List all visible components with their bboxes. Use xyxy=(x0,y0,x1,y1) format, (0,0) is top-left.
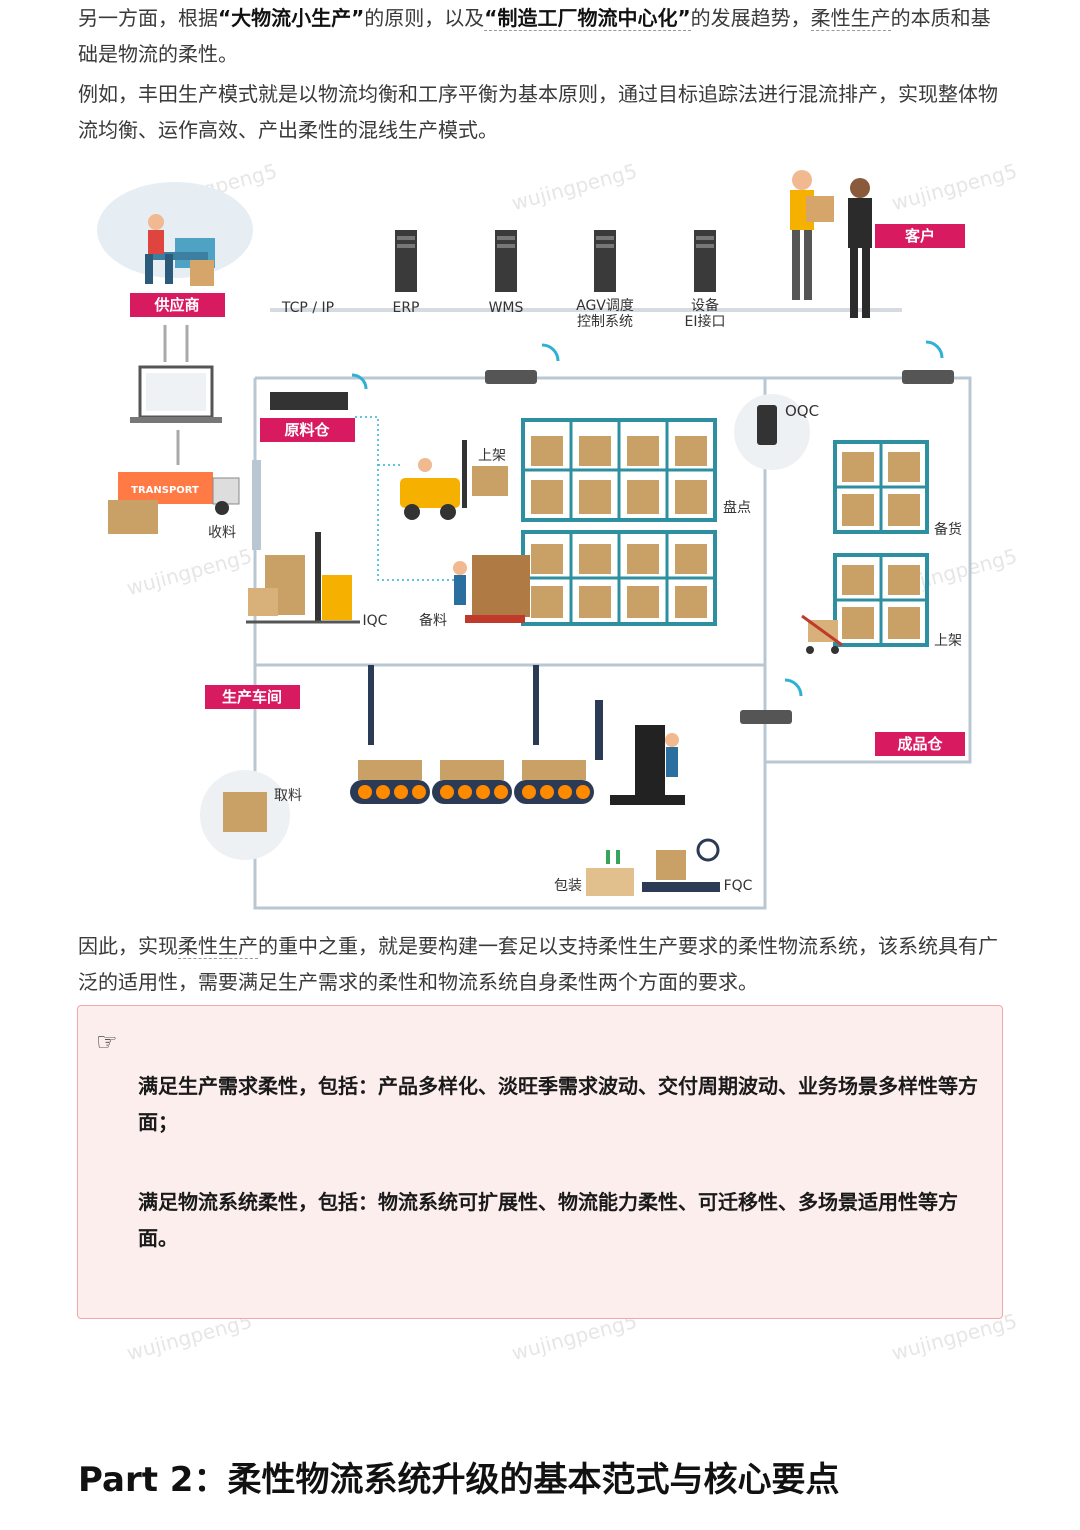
robot-arm xyxy=(368,665,374,745)
storage-shelf xyxy=(521,418,717,522)
text: 另一方面，根据 xyxy=(78,6,218,30)
term-link[interactable]: 柔性生产 xyxy=(810,6,891,31)
callout-box: ☞ 满足生产需求柔性，包括：产品多样化、淡旺季需求波动、交付周期波动、业务场景多… xyxy=(77,1005,1003,1319)
data-link xyxy=(355,416,465,581)
cargo-box xyxy=(472,466,508,496)
iqc-label: IQC xyxy=(363,613,388,629)
text: 的重中之重，就是要构建一套足以支持柔性生产要求的柔性物流系统，该系统具有广泛的适… xyxy=(78,934,998,994)
callout-item-1: 满足生产需求柔性，包括：产品多样化、淡旺季需求波动、交付周期波动、业务场景多样性… xyxy=(138,1074,978,1134)
hand-cart xyxy=(801,614,843,654)
wifi-icon xyxy=(925,340,944,359)
raw-warehouse-label: 原料仓 xyxy=(284,421,330,439)
server-equipment xyxy=(694,230,716,292)
cargo-box xyxy=(223,792,267,832)
text: 的本质和基础是物流的柔性。 xyxy=(78,6,991,66)
server-erp xyxy=(395,230,417,292)
finished-warehouse-label: 成品仓 xyxy=(897,735,943,753)
finished-warehouse-frame xyxy=(765,376,972,764)
section-heading: Part 2：柔性物流系统升级的基本范式与核心要点 xyxy=(78,1460,840,1500)
network-wms: WMS xyxy=(489,300,524,316)
receive-label: 收料 xyxy=(208,525,236,541)
iqc-station xyxy=(246,532,360,624)
router-icon xyxy=(485,370,537,384)
wifi-icon xyxy=(541,343,560,362)
inventory-label: 盘点 xyxy=(723,499,751,516)
text: 因此，实现 xyxy=(78,934,178,958)
conclusion-paragraph: 因此，实现柔性生产的重中之重，就是要构建一套足以支持柔性生产要求的柔性物流系统，… xyxy=(78,928,1008,1000)
bold-term-link[interactable]: “制造工厂物流中心化” xyxy=(484,6,691,31)
router-icon xyxy=(740,710,792,724)
customer-illustration xyxy=(790,170,872,318)
callout-item-2: 满足物流系统柔性，包括：物流系统可扩展性、物流能力柔性、可迁移性、多场景适用性等… xyxy=(138,1190,958,1250)
network-bar xyxy=(270,308,902,312)
customer-label: 客户 xyxy=(904,227,935,245)
network-tcpip: TCP / IP xyxy=(281,300,334,316)
bold-term: “大物流小生产” xyxy=(218,6,365,30)
server-wms xyxy=(495,230,517,292)
dock-door xyxy=(252,460,261,550)
workshop-label: 生产车间 xyxy=(222,688,282,706)
robot-arm xyxy=(533,665,539,745)
shelve2-label: 上架 xyxy=(934,633,962,649)
server-agv xyxy=(594,230,616,292)
pack-label: 包装 xyxy=(554,878,582,894)
conveyor-line xyxy=(350,760,594,804)
pick-label: 取料 xyxy=(274,788,302,804)
pack-station xyxy=(586,850,634,896)
workshop-label-bg xyxy=(205,685,300,709)
fqc-label: FQC xyxy=(724,878,753,894)
scale-icon xyxy=(642,838,720,892)
term-link[interactable]: 柔性生产 xyxy=(178,934,258,959)
scanner-device xyxy=(270,392,348,410)
network-agv: AGV调度 xyxy=(576,298,634,314)
network-erp: ERP xyxy=(392,300,419,316)
logistics-diagram: 供应商 TCP / IP ERP WMS AGV调度 控制系统 设备 EI接口 … xyxy=(90,160,990,920)
storage-shelf xyxy=(833,440,929,534)
shelve-label: 上架 xyxy=(478,448,506,464)
prepare-station xyxy=(453,555,530,623)
laptop-icon xyxy=(130,365,222,423)
packing-robot xyxy=(595,700,685,805)
intro-paragraph-2: 例如，丰田生产模式就是以物流均衡和工序平衡为基本原则，通过目标追踪法进行混流排产… xyxy=(78,82,998,142)
prepare-label: 备料 xyxy=(419,612,447,629)
wifi-icon xyxy=(351,373,368,390)
wifi-icon xyxy=(784,678,803,697)
text: 的发展趋势， xyxy=(690,6,811,30)
storage-shelf xyxy=(833,553,929,647)
logistics-diagram-svg: 供应商 TCP / IP ERP WMS AGV调度 控制系统 设备 EI接口 … xyxy=(97,170,972,910)
finished-warehouse-label-bg xyxy=(875,732,965,756)
truck-label: TRANSPORT xyxy=(131,485,199,496)
network-ei: EI接口 xyxy=(685,313,726,330)
network-agv-control: 控制系统 xyxy=(577,314,633,330)
network-equipment: 设备 xyxy=(691,297,719,314)
stock-label: 备货 xyxy=(934,521,962,538)
supplier-illustration xyxy=(145,214,215,286)
oqc-label: OQC xyxy=(785,402,819,420)
supplier-label: 供应商 xyxy=(153,296,199,314)
pointing-hand-icon: ☞ xyxy=(96,1028,118,1056)
handheld-scanner-icon xyxy=(757,405,777,445)
supplier-label-bg xyxy=(130,293,225,317)
storage-shelf xyxy=(521,530,717,626)
intro-paragraph-1: 另一方面，根据“大物流小生产”的原则，以及“制造工厂物流中心化”的发展趋势，柔性… xyxy=(78,0,1008,72)
text: 的原则，以及 xyxy=(364,6,485,30)
raw-warehouse-label-bg xyxy=(260,418,355,442)
customer-label-bg xyxy=(875,224,965,248)
transport-truck xyxy=(108,472,240,534)
router-icon xyxy=(902,370,954,384)
forklift xyxy=(400,440,467,520)
